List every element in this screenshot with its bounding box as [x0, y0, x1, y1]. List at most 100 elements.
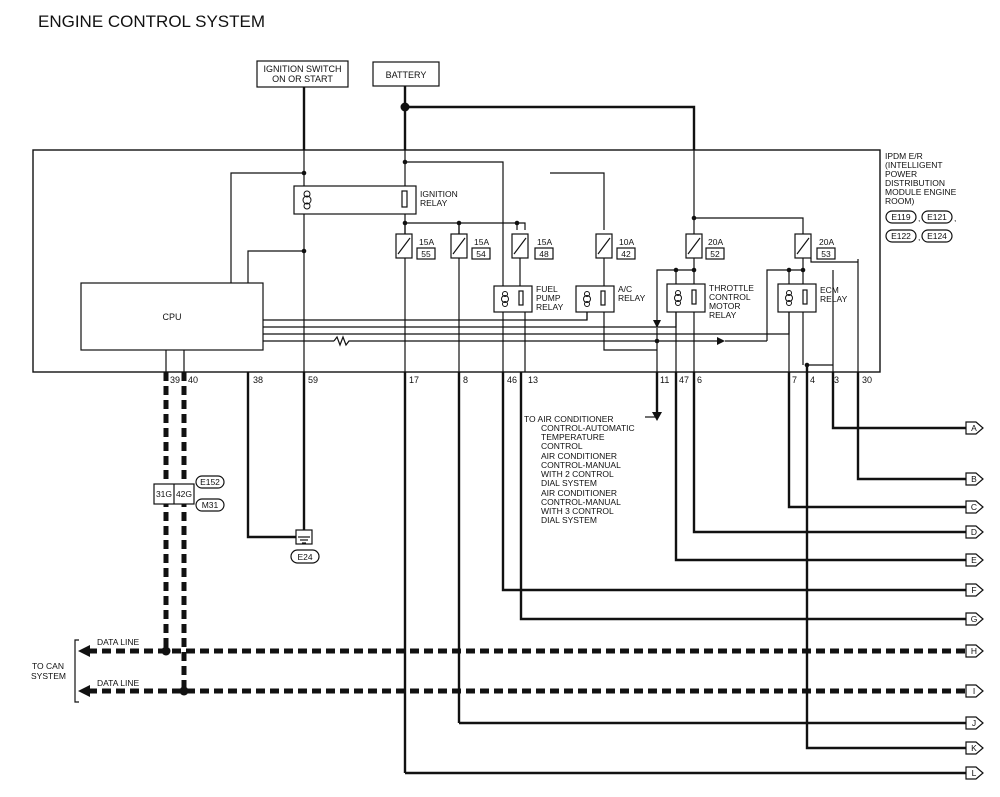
svg-text:PUMP: PUMP	[536, 293, 561, 303]
ipdm-connector-e119: E119	[885, 210, 917, 224]
svg-text:B: B	[971, 474, 977, 484]
svg-text:C: C	[971, 502, 977, 512]
svg-text:H: H	[971, 646, 977, 656]
svg-text:30: 30	[862, 375, 872, 385]
svg-text:CONTROL-MANUAL: CONTROL-MANUAL	[541, 460, 621, 470]
svg-text:46: 46	[507, 375, 517, 385]
svg-text:E124: E124	[927, 231, 947, 241]
svg-text:38: 38	[253, 375, 263, 385]
svg-text:CONTROL: CONTROL	[541, 441, 583, 451]
ipdm-label: IPDM E/R (INTELLIGENT POWER DISTRIBUTION…	[885, 151, 957, 206]
ignition-relay: IGNITION RELAY	[293, 185, 458, 215]
svg-text:CPU: CPU	[162, 312, 181, 322]
svg-text:WITH 2 CONTROL: WITH 2 CONTROL	[541, 469, 614, 479]
ipdm-connector-e121: E121	[921, 210, 953, 224]
ipdm-connector-e122: E122	[885, 229, 917, 243]
svg-text:M31: M31	[202, 500, 219, 510]
fuse-52: 20A 52	[685, 233, 725, 260]
fuse-55: 15A 55	[395, 233, 436, 260]
svg-text:11: 11	[660, 375, 669, 385]
svg-text:MOTOR: MOTOR	[709, 301, 740, 311]
output-terminal-a: A	[965, 421, 984, 435]
fuel-pump-relay: FUEL PUMP RELAY	[493, 284, 564, 313]
svg-text:TO AIR CONDITIONER: TO AIR CONDITIONER	[524, 414, 614, 424]
cpu-box: CPU	[80, 282, 264, 351]
svg-text:13: 13	[528, 375, 538, 385]
ipdm-module-box	[32, 149, 881, 373]
svg-text:6: 6	[697, 375, 702, 385]
svg-text:F: F	[971, 585, 976, 595]
svg-text:MODULE ENGINE: MODULE ENGINE	[885, 187, 957, 197]
svg-text:17: 17	[409, 375, 419, 385]
ipdm-connector-e124: E124	[921, 229, 953, 243]
svg-text:CONTROL-AUTOMATIC: CONTROL-AUTOMATIC	[541, 423, 635, 433]
svg-text:CONTROL: CONTROL	[709, 292, 751, 302]
pin-labels: 39 40 38 59 17 8 46 13 11 47 6 7 4 3 30	[170, 375, 872, 385]
data-line-label-2: DATA LINE	[97, 678, 140, 688]
svg-text:E24: E24	[297, 552, 312, 562]
svg-text:I: I	[973, 686, 975, 696]
svg-text:D: D	[971, 527, 977, 537]
svg-text:15A: 15A	[474, 237, 489, 247]
svg-text:E121: E121	[927, 212, 947, 222]
svg-text:,: ,	[954, 213, 956, 223]
svg-text:10A: 10A	[619, 237, 634, 247]
svg-text:55: 55	[421, 249, 431, 259]
data-line-label-1: DATA LINE	[97, 637, 140, 647]
svg-text:40: 40	[188, 375, 198, 385]
svg-text:53: 53	[821, 249, 831, 259]
ecm-relay: ECM RELAY	[777, 283, 848, 313]
svg-text:54: 54	[476, 249, 486, 259]
ground-e24: E24	[290, 529, 320, 564]
svg-text:ROOM): ROOM)	[885, 196, 914, 206]
svg-text:31G: 31G	[156, 489, 172, 499]
svg-text:RELAY: RELAY	[618, 293, 646, 303]
output-terminal-k: K	[965, 741, 984, 755]
svg-text:WITH 3 CONTROL: WITH 3 CONTROL	[541, 506, 614, 516]
output-terminal-j: J	[965, 716, 984, 730]
fuse-53: 20A 53	[794, 233, 836, 260]
svg-text:TEMPERATURE: TEMPERATURE	[541, 432, 605, 442]
svg-text:G: G	[971, 614, 978, 624]
svg-text:A: A	[971, 423, 977, 433]
svg-text:BATTERY: BATTERY	[386, 70, 427, 80]
svg-text:POWER: POWER	[885, 169, 917, 179]
svg-text:J: J	[972, 718, 976, 728]
svg-text:ECM: ECM	[820, 285, 839, 295]
output-terminal-g: G	[965, 612, 984, 626]
svg-text:15A: 15A	[537, 237, 552, 247]
output-terminal-i: I	[965, 684, 984, 698]
svg-text:RELAY: RELAY	[536, 302, 564, 312]
svg-text:A/C: A/C	[618, 284, 632, 294]
ac-note: TO AIR CONDITIONER CONTROL-AUTOMATIC TEM…	[524, 414, 635, 525]
joint-connector: 31G 42G E152 M31	[153, 475, 225, 512]
output-terminal-d: D	[965, 525, 984, 539]
svg-text:E: E	[971, 555, 977, 565]
ac-relay: A/C RELAY	[575, 284, 646, 313]
svg-text:L: L	[972, 768, 977, 778]
svg-text:E122: E122	[891, 231, 911, 241]
can-system-label: TO CAN	[32, 661, 64, 671]
svg-text:42G: 42G	[176, 489, 192, 499]
ignition-switch-box: IGNITION SWITCH ON OR START	[256, 60, 349, 88]
svg-text:DIAL SYSTEM: DIAL SYSTEM	[541, 478, 597, 488]
svg-text:CONTROL-MANUAL: CONTROL-MANUAL	[541, 497, 621, 507]
svg-text:48: 48	[539, 249, 549, 259]
throttle-control-motor-relay: THROTTLE CONTROL MOTOR RELAY	[666, 283, 754, 320]
output-terminal-c: C	[965, 500, 984, 514]
svg-text:RELAY: RELAY	[820, 294, 848, 304]
svg-text:DIAL SYSTEM: DIAL SYSTEM	[541, 515, 597, 525]
svg-text:47: 47	[679, 375, 689, 385]
fuse-54: 15A 54	[450, 233, 491, 260]
svg-text:(INTELLIGENT: (INTELLIGENT	[885, 160, 943, 170]
svg-text:SYSTEM: SYSTEM	[31, 671, 66, 681]
svg-text:RELAY: RELAY	[420, 198, 448, 208]
fuse-42: 10A 42	[595, 233, 636, 260]
svg-text:8: 8	[463, 375, 468, 385]
svg-text:AIR CONDITIONER: AIR CONDITIONER	[541, 451, 617, 461]
svg-text:E119: E119	[891, 212, 910, 222]
svg-text:52: 52	[710, 249, 720, 259]
svg-text:THROTTLE: THROTTLE	[709, 283, 754, 293]
